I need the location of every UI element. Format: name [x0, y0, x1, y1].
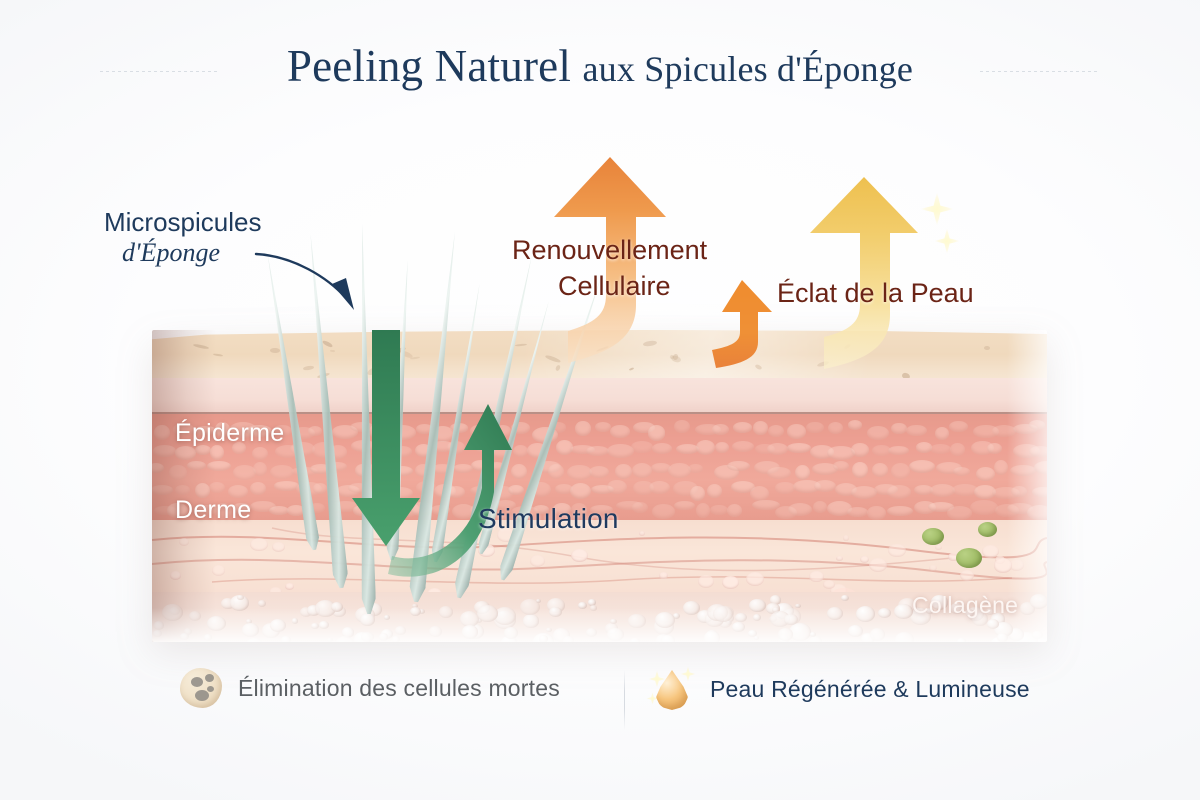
legend-divider	[624, 670, 625, 730]
cell-renewal-arrow	[554, 157, 666, 363]
legend-label-elimination: Élimination des cellules mortes	[238, 674, 560, 701]
stimulation-label: Stimulation	[478, 503, 619, 534]
benefit-label-renouvellement: Renouvellement Cellulaire	[512, 233, 707, 304]
renewal-small-arrow	[712, 280, 772, 368]
fibroblast-cell	[978, 522, 997, 537]
fibroblast-cell	[956, 548, 982, 568]
dead-cells-icon	[180, 668, 222, 708]
title-rule-left	[100, 71, 220, 72]
legend-label-regeneration: Peau Régénérée & Lumineuse	[710, 675, 1030, 702]
layer-label-derme: Derme	[175, 496, 252, 524]
skin-cross-section	[152, 330, 1047, 642]
page-title-main: Peeling Naturel	[286, 41, 572, 91]
skin-bottom-fade	[152, 608, 1047, 642]
layer-label-epiderme: Épiderme	[175, 419, 285, 447]
sparkle-icon	[934, 228, 960, 254]
stratum-corneum-layer	[152, 378, 1047, 414]
legend-item-regeneration: Peau Régénérée & Lumineuse	[646, 666, 1030, 712]
callout-line-2: d'Éponge	[122, 238, 220, 268]
penetration-stimulation-arrows	[352, 330, 512, 577]
glow-droplet-icon	[646, 666, 696, 712]
callout-line-1: Microspicules	[104, 207, 262, 237]
skin-glow-arrow	[810, 177, 918, 369]
benefits-legend: Élimination des cellules mortes Peau Rég…	[0, 666, 1200, 738]
benefit-line-2: Cellulaire	[558, 270, 671, 301]
skin-left-shading	[152, 330, 216, 642]
benefit-label-eclat: Éclat de la Peau	[777, 278, 974, 308]
curved-pointer-arrow	[254, 252, 354, 310]
title-rule-right	[980, 71, 1100, 72]
page-title-rest: aux Spicules d'Éponge	[582, 49, 914, 89]
benefit-line-1: Renouvellement	[512, 235, 708, 265]
fibroblast-cell	[922, 528, 944, 545]
sparkle-icon	[920, 192, 954, 226]
skin-right-fade	[1007, 330, 1047, 642]
legend-item-elimination: Élimination des cellules mortes	[180, 668, 560, 708]
epidermis-layer	[152, 414, 1047, 521]
page-title: Peeling Naturel aux Spicules d'Éponge	[0, 40, 1200, 92]
layer-label-collagene: Collagène	[912, 592, 1019, 618]
microspicules-callout: Microspicules d'Éponge	[104, 208, 262, 268]
